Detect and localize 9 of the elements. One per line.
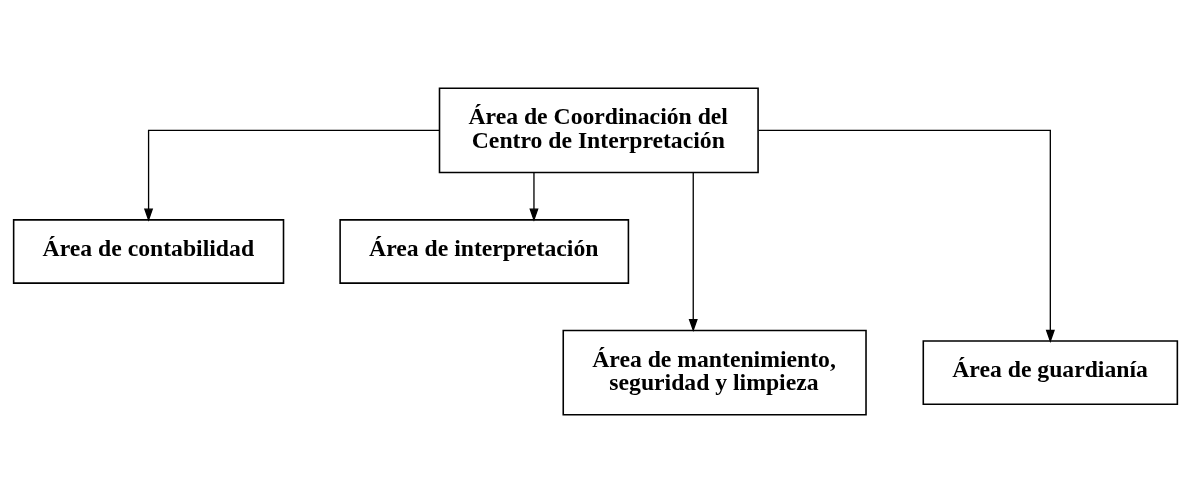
node-box: Área de contabilidad (12, 219, 285, 284)
arrow (757, 129, 1055, 343)
arrow (688, 171, 698, 333)
node-box: Área de guardianía (922, 340, 1179, 405)
arrow (529, 172, 539, 222)
arrow (143, 129, 441, 222)
node-box: Área de Coordinación del Centro de Interpretación (438, 87, 759, 174)
node-box: Área de mantenimiento, seguridad y limpieza (562, 329, 867, 416)
node-box: Área de interpretación (339, 219, 630, 284)
